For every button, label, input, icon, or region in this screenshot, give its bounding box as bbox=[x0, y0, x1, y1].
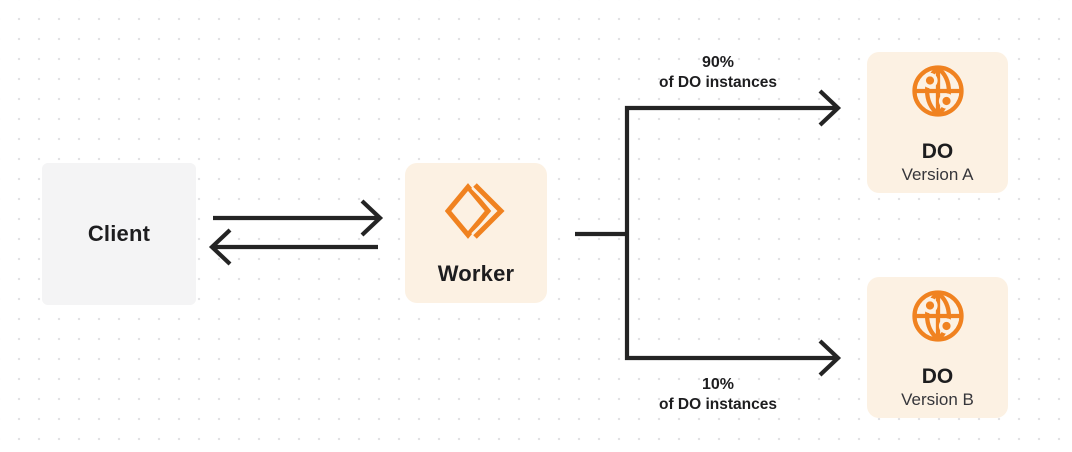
worker-to-client-arrow bbox=[208, 228, 378, 266]
do-a-title: DO bbox=[921, 140, 954, 163]
worker-branch-connector bbox=[575, 89, 842, 377]
workers-icon bbox=[445, 183, 507, 239]
do-version-b-node: DO Version B bbox=[867, 277, 1008, 418]
do-b-title: DO bbox=[921, 365, 954, 388]
branch-b-caption: of DO instances bbox=[659, 396, 777, 413]
client-to-worker-arrow bbox=[213, 199, 384, 237]
worker-label: Worker bbox=[437, 261, 515, 286]
do-b-subtitle: Version B bbox=[901, 390, 974, 409]
globe-icon bbox=[911, 65, 964, 117]
worker-node: Worker bbox=[405, 163, 547, 303]
do-version-a-node: DO Version A bbox=[867, 52, 1008, 193]
branch-a-caption: of DO instances bbox=[659, 74, 777, 91]
client-node: Client bbox=[42, 163, 196, 305]
branch-b-label: 10% of DO instances bbox=[608, 375, 828, 415]
branch-a-label: 90% of DO instances bbox=[608, 53, 828, 93]
branch-a-percent: 90% bbox=[701, 54, 735, 71]
branch-b-percent: 10% bbox=[701, 376, 735, 393]
do-a-subtitle: Version A bbox=[901, 165, 974, 184]
client-label: Client bbox=[87, 221, 151, 246]
globe-icon bbox=[911, 290, 964, 342]
